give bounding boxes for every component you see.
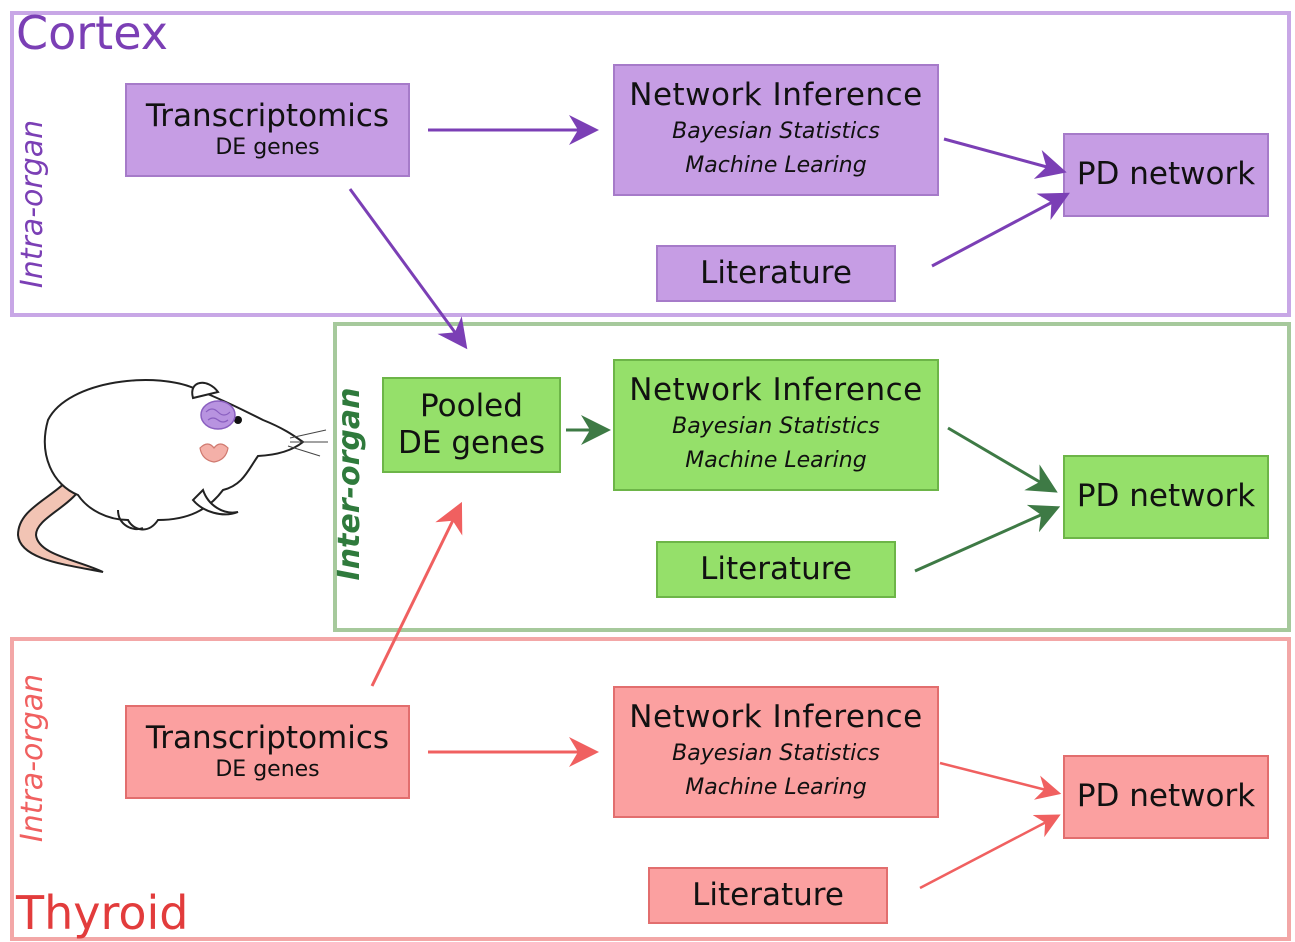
cortex-pd-network-box: PD network xyxy=(1063,133,1269,217)
thyroid-machine-learning: Machine Learing xyxy=(685,774,867,800)
thyroid-pd-network-box: PD network xyxy=(1063,755,1269,839)
cortex-title: Cortex xyxy=(16,6,168,60)
cortex-machine-learning: Machine Learing xyxy=(685,152,867,178)
inter-network-inference-title: Network Inference xyxy=(629,372,923,409)
pooled-de-genes-box: Pooled DE genes xyxy=(382,377,561,473)
pooled-de-genes-label: DE genes xyxy=(398,425,545,461)
inter-network-inference-box: Network Inference Bayesian Statistics Ma… xyxy=(613,359,939,491)
inter-machine-learning: Machine Learing xyxy=(685,447,867,473)
inter-pd-network-label: PD network xyxy=(1076,478,1256,515)
thyroid-panel xyxy=(10,637,1291,941)
inter-pd-network-box: PD network xyxy=(1063,455,1269,539)
thyroid-transcriptomics-box: Transcriptomics DE genes xyxy=(125,705,410,799)
inter-organ-panel xyxy=(333,322,1291,632)
thyroid-literature-box: Literature xyxy=(648,867,888,924)
rat-illustration-icon xyxy=(16,379,328,573)
arrow-thyroid-to-pooled xyxy=(370,501,463,687)
arrow-cortex-literature-to-pd xyxy=(931,192,1070,268)
arrow-inter-network-to-pd xyxy=(947,426,1058,493)
cortex-transcriptomics-title: Transcriptomics xyxy=(145,98,390,135)
arrow-thyroid-network-to-pd xyxy=(939,761,1062,800)
inter-literature-label: Literature xyxy=(700,550,852,587)
cortex-panel xyxy=(10,11,1291,317)
thyroid-transcriptomics-title: Transcriptomics xyxy=(145,720,390,757)
cortex-transcriptomics-box: Transcriptomics DE genes xyxy=(125,83,410,177)
cortex-bayesian-statistics: Bayesian Statistics xyxy=(672,118,880,144)
thyroid-network-inference-title: Network Inference xyxy=(629,699,923,736)
arrow-cortex-to-pooled xyxy=(348,188,468,350)
cortex-network-inference-box: Network Inference Bayesian Statistics Ma… xyxy=(613,64,939,196)
thyroid-pd-network-label: PD network xyxy=(1076,778,1256,815)
thyroid-title: Thyroid xyxy=(16,886,189,940)
cortex-literature-label: Literature xyxy=(700,254,852,291)
arrow-cortex-network-to-pd xyxy=(943,137,1067,179)
cortex-literature-box: Literature xyxy=(656,245,896,302)
thyroid-transcriptomics-subtitle: DE genes xyxy=(215,757,320,783)
arrow-inter-literature-to-pd xyxy=(914,504,1061,573)
thyroid-literature-label: Literature xyxy=(692,876,844,913)
cortex-network-inference-title: Network Inference xyxy=(629,77,923,114)
thyroid-bayesian-statistics: Bayesian Statistics xyxy=(672,740,880,766)
pooled-label: Pooled xyxy=(420,387,523,424)
thyroid-network-inference-box: Network Inference Bayesian Statistics Ma… xyxy=(613,686,939,818)
cortex-transcriptomics-subtitle: DE genes xyxy=(215,135,320,161)
cortex-pd-network-label: PD network xyxy=(1076,156,1256,193)
arrow-thyroid-literature-to-pd xyxy=(919,814,1061,890)
inter-bayesian-statistics: Bayesian Statistics xyxy=(672,413,880,439)
inter-literature-box: Literature xyxy=(656,541,896,598)
